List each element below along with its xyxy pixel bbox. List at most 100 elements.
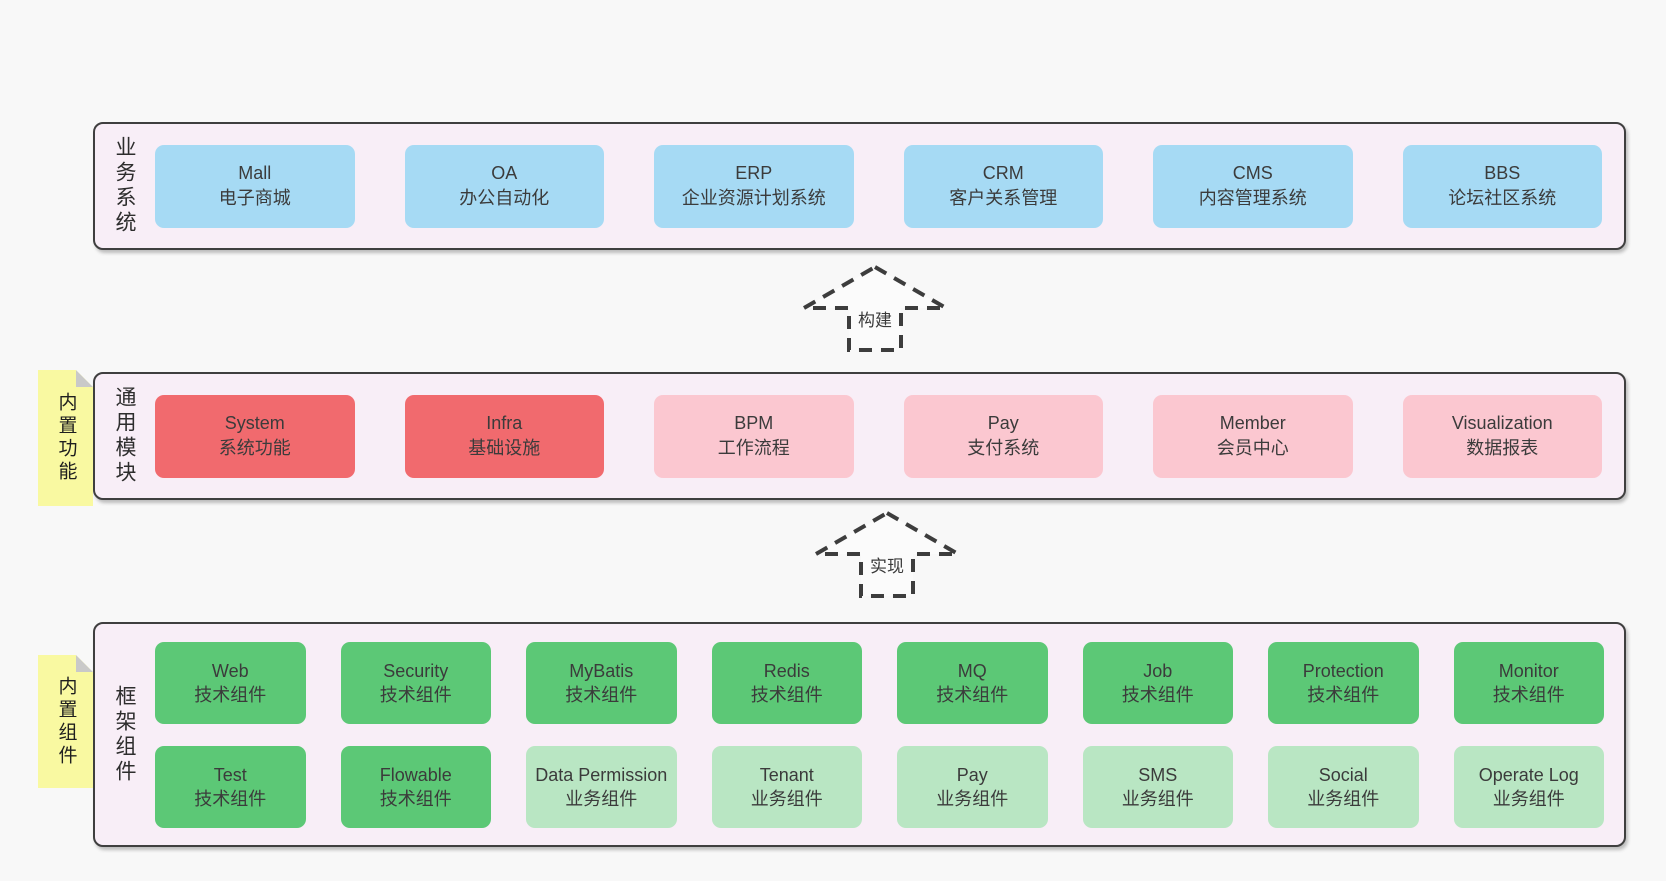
box-oa: OA 办公自动化 xyxy=(404,144,604,228)
box-subtitle: 业务组件 xyxy=(565,788,638,809)
box-protection: Protection 技术组件 xyxy=(1268,641,1419,724)
box-subtitle: 办公自动化 xyxy=(459,188,550,208)
box-title: Pay xyxy=(987,413,1019,433)
box-title: Protection xyxy=(1302,660,1384,681)
box-social: Social 业务组件 xyxy=(1268,745,1419,828)
box-subtitle: 会员中心 xyxy=(1216,438,1289,458)
box-subtitle: 技术组件 xyxy=(1492,684,1565,705)
box-title: Social xyxy=(1318,764,1368,785)
box-mall: Mall 电子商城 xyxy=(155,144,355,228)
box-subtitle: 业务组件 xyxy=(750,788,823,809)
box-pay-module: Pay 支付系统 xyxy=(903,394,1103,478)
box-title: CMS xyxy=(1232,163,1273,183)
box-title: MyBatis xyxy=(569,660,634,681)
box-subtitle: 客户关系管理 xyxy=(949,188,1058,208)
box-web: Web 技术组件 xyxy=(155,641,306,724)
box-title: BPM xyxy=(734,413,774,433)
box-subtitle: 业务组件 xyxy=(1307,788,1380,809)
box-title: ERP xyxy=(735,163,773,183)
box-subtitle: 技术组件 xyxy=(1121,684,1194,705)
box-title: CRM xyxy=(982,163,1024,183)
box-security: Security 技术组件 xyxy=(340,641,491,724)
sticky-builtin-components: 内置组件 xyxy=(38,655,93,788)
arrow-outline xyxy=(801,264,949,352)
implement-arrow-icon: 实现 xyxy=(813,510,961,598)
box-title: System xyxy=(224,413,285,433)
box-subtitle: 技术组件 xyxy=(565,684,638,705)
box-subtitle: 论坛社区系统 xyxy=(1448,188,1557,208)
framework-components-boxes: Web 技术组件 Security 技术组件 MyBatis 技术组件 Redi… xyxy=(155,641,1604,828)
box-mybatis: MyBatis 技术组件 xyxy=(526,641,677,724)
arrow-outline xyxy=(813,510,961,598)
build-arrow-icon: 构建 xyxy=(801,264,949,352)
box-cms: CMS 内容管理系统 xyxy=(1153,144,1353,228)
box-subtitle: 技术组件 xyxy=(936,684,1009,705)
common-modules-boxes: System 系统功能 Infra 基础设施 BPM 工作流程 Pay 支付系统… xyxy=(155,394,1602,478)
box-subtitle: 业务组件 xyxy=(1492,788,1565,809)
box-member: Member 会员中心 xyxy=(1153,394,1353,478)
box-subtitle: 电子商城 xyxy=(218,188,291,208)
box-title: OA xyxy=(491,163,518,183)
box-title: Redis xyxy=(763,660,810,681)
box-title: Operate Log xyxy=(1478,764,1579,785)
box-title: MQ xyxy=(957,660,987,681)
business-systems-panel: 业务系统 Mall 电子商城 OA 办公自动化 ERP 企业资源计划系统 CRM… xyxy=(93,122,1626,250)
box-data-permission: Data Permission 业务组件 xyxy=(526,745,677,828)
box-subtitle: 技术组件 xyxy=(750,684,823,705)
box-bbs: BBS 论坛社区系统 xyxy=(1402,144,1602,228)
box-subtitle: 内容管理系统 xyxy=(1198,188,1307,208)
box-visualization: Visualization 数据报表 xyxy=(1402,394,1602,478)
box-subtitle: 系统功能 xyxy=(218,438,291,458)
box-infra: Infra 基础设施 xyxy=(404,394,604,478)
box-title: Flowable xyxy=(379,764,452,785)
box-sms: SMS 业务组件 xyxy=(1082,745,1233,828)
box-title: Mall xyxy=(238,163,272,183)
box-title: Member xyxy=(1219,413,1286,433)
box-title: Infra xyxy=(486,413,523,433)
box-title: Data Permission xyxy=(535,764,668,785)
box-erp: ERP 企业资源计划系统 xyxy=(654,144,854,228)
box-title: Pay xyxy=(956,764,988,785)
box-title: Tenant xyxy=(759,764,814,785)
box-subtitle: 企业资源计划系统 xyxy=(681,188,826,208)
box-subtitle: 数据报表 xyxy=(1466,438,1539,458)
framework-components-panel: 框架组件 Web 技术组件 Security 技术组件 MyBatis 技术组件… xyxy=(93,622,1626,847)
implement-arrow-label: 实现 xyxy=(870,557,904,576)
box-subtitle: 技术组件 xyxy=(1307,684,1380,705)
box-subtitle: 技术组件 xyxy=(194,788,267,809)
common-modules-label: 通用模块 xyxy=(113,386,136,486)
box-subtitle: 支付系统 xyxy=(967,438,1040,458)
box-title: Job xyxy=(1143,660,1173,681)
box-subtitle: 基础设施 xyxy=(468,438,541,458)
framework-components-label: 框架组件 xyxy=(113,684,136,785)
box-test: Test 技术组件 xyxy=(155,745,306,828)
box-crm: CRM 客户关系管理 xyxy=(903,144,1103,228)
box-subtitle: 技术组件 xyxy=(379,788,452,809)
box-subtitle: 工作流程 xyxy=(717,438,790,458)
sticky-builtin-features-label: 内置功能 xyxy=(55,392,77,484)
sticky-builtin-features: 内置功能 xyxy=(38,370,93,506)
box-subtitle: 技术组件 xyxy=(194,684,267,705)
box-title: Test xyxy=(213,764,247,785)
box-mq: MQ 技术组件 xyxy=(897,641,1048,724)
box-job: Job 技术组件 xyxy=(1082,641,1233,724)
box-subtitle: 业务组件 xyxy=(1121,788,1194,809)
box-operate-log: Operate Log 业务组件 xyxy=(1453,745,1604,828)
box-subtitle: 业务组件 xyxy=(936,788,1009,809)
box-subtitle: 技术组件 xyxy=(379,684,452,705)
box-title: Monitor xyxy=(1498,660,1559,681)
box-flowable: Flowable 技术组件 xyxy=(340,745,491,828)
box-redis: Redis 技术组件 xyxy=(711,641,862,724)
sticky-builtin-components-label: 内置组件 xyxy=(55,675,77,768)
common-modules-panel: 通用模块 System 系统功能 Infra 基础设施 BPM 工作流程 Pay… xyxy=(93,372,1626,500)
box-title: SMS xyxy=(1138,764,1178,785)
box-title: Visualization xyxy=(1451,413,1553,433)
box-system: System 系统功能 xyxy=(155,394,355,478)
box-title: BBS xyxy=(1484,163,1521,183)
box-title: Security xyxy=(383,660,449,681)
box-bpm: BPM 工作流程 xyxy=(654,394,854,478)
build-arrow-label: 构建 xyxy=(858,311,892,330)
business-systems-boxes: Mall 电子商城 OA 办公自动化 ERP 企业资源计划系统 CRM 客户关系… xyxy=(155,144,1602,228)
box-title: Web xyxy=(211,660,249,681)
box-tenant: Tenant 业务组件 xyxy=(711,745,862,828)
